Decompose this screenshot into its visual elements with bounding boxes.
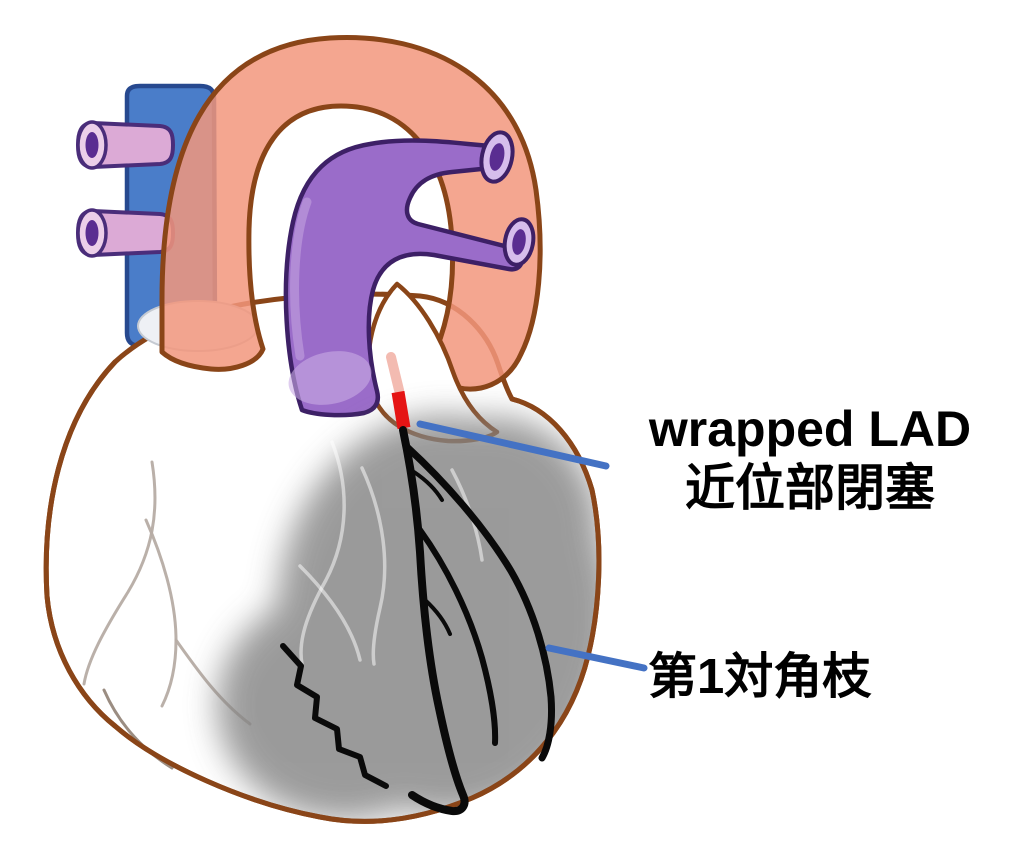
vein-hole-lower	[85, 220, 99, 246]
leader-line-occlusion	[416, 420, 610, 470]
first-diagonal-branch	[403, 443, 555, 762]
pulmonary-trunk-highlight-stripe	[290, 197, 312, 361]
inferior-wrapped-segment	[280, 643, 389, 789]
leader-line-diagonal	[545, 644, 648, 672]
second-diagonal-branch	[417, 527, 499, 746]
label-wrapped-lad-occlusion: wrapped LAD 近位部閉塞	[604, 400, 1016, 517]
coronary-arteries	[280, 426, 555, 816]
pulmonary-artery	[283, 130, 536, 418]
pulmonary-branch-hole-lower	[512, 229, 526, 255]
septal-branch-1	[412, 470, 444, 502]
left-vessel-branch	[144, 518, 178, 708]
lad-proximal-hint	[386, 352, 404, 395]
heart-outline	[43, 359, 602, 824]
pulmonary-branch-hole-upper	[489, 143, 505, 171]
label-first-diagonal: 第1対角枝	[648, 650, 872, 704]
vein-hole-upper	[85, 132, 99, 158]
pulmonary-trunk	[283, 138, 524, 418]
occlusion-marker	[391, 390, 411, 430]
wrapped-lad-text: wrapped LAD	[648, 401, 972, 457]
proximal-occlusion-text: 近位部閉塞	[685, 459, 935, 516]
left-vessel-main	[82, 460, 157, 686]
septal-branch-2	[423, 598, 452, 636]
lad-artery	[399, 426, 469, 816]
pulmonary-vein-tubes	[76, 120, 175, 258]
pulmonary-valve-highlight	[288, 351, 372, 405]
